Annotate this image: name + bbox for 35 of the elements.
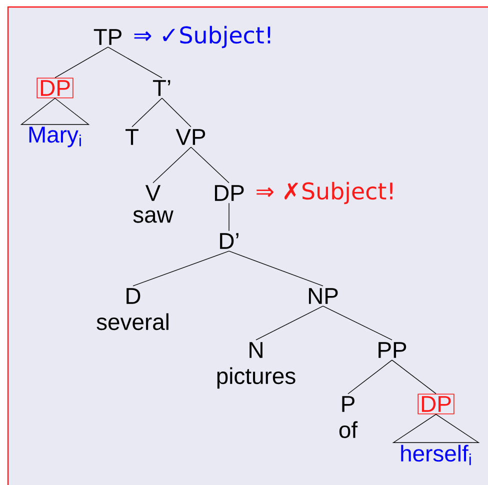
branch-line xyxy=(190,146,230,184)
word-label: saw xyxy=(133,210,174,223)
branch-line xyxy=(348,360,392,394)
tree-label: Mary$_{i}$ xyxy=(29,126,81,148)
tree-label: V xyxy=(145,185,161,201)
branch-line xyxy=(108,46,162,78)
annotation: ⇒ ✓Subject! xyxy=(134,26,270,48)
tree-label: D’ xyxy=(220,233,238,249)
branch-line xyxy=(132,98,162,128)
tree-label: TP xyxy=(94,29,122,45)
branch-line xyxy=(54,46,108,78)
tree-label: NP xyxy=(308,288,338,304)
tree-label: PP xyxy=(378,342,406,358)
tree-label: P xyxy=(342,396,354,412)
tree-label: T’ xyxy=(152,80,170,96)
word-label: several xyxy=(96,313,168,330)
branch-line xyxy=(228,202,230,232)
word-label: pictures xyxy=(217,367,296,389)
tree-label: DP xyxy=(214,185,244,201)
tree-label: herself$_{i}$ xyxy=(401,444,471,466)
tree-label: D xyxy=(126,288,140,304)
branch-line xyxy=(132,250,230,286)
branch-line xyxy=(256,306,324,340)
word-label: of xyxy=(339,421,358,438)
tree-label: DP xyxy=(36,78,74,98)
tree-label: VP xyxy=(176,129,206,145)
tree-label: DP xyxy=(418,394,454,414)
tree-label: N xyxy=(250,342,262,358)
branch-line xyxy=(392,360,436,394)
branch-line xyxy=(322,306,392,340)
branch-line xyxy=(228,250,324,286)
annotation: ⇒ ✗Subject! xyxy=(256,182,392,204)
branch-line xyxy=(162,98,192,128)
tree-label: T xyxy=(126,129,138,145)
branch-line xyxy=(152,146,192,184)
